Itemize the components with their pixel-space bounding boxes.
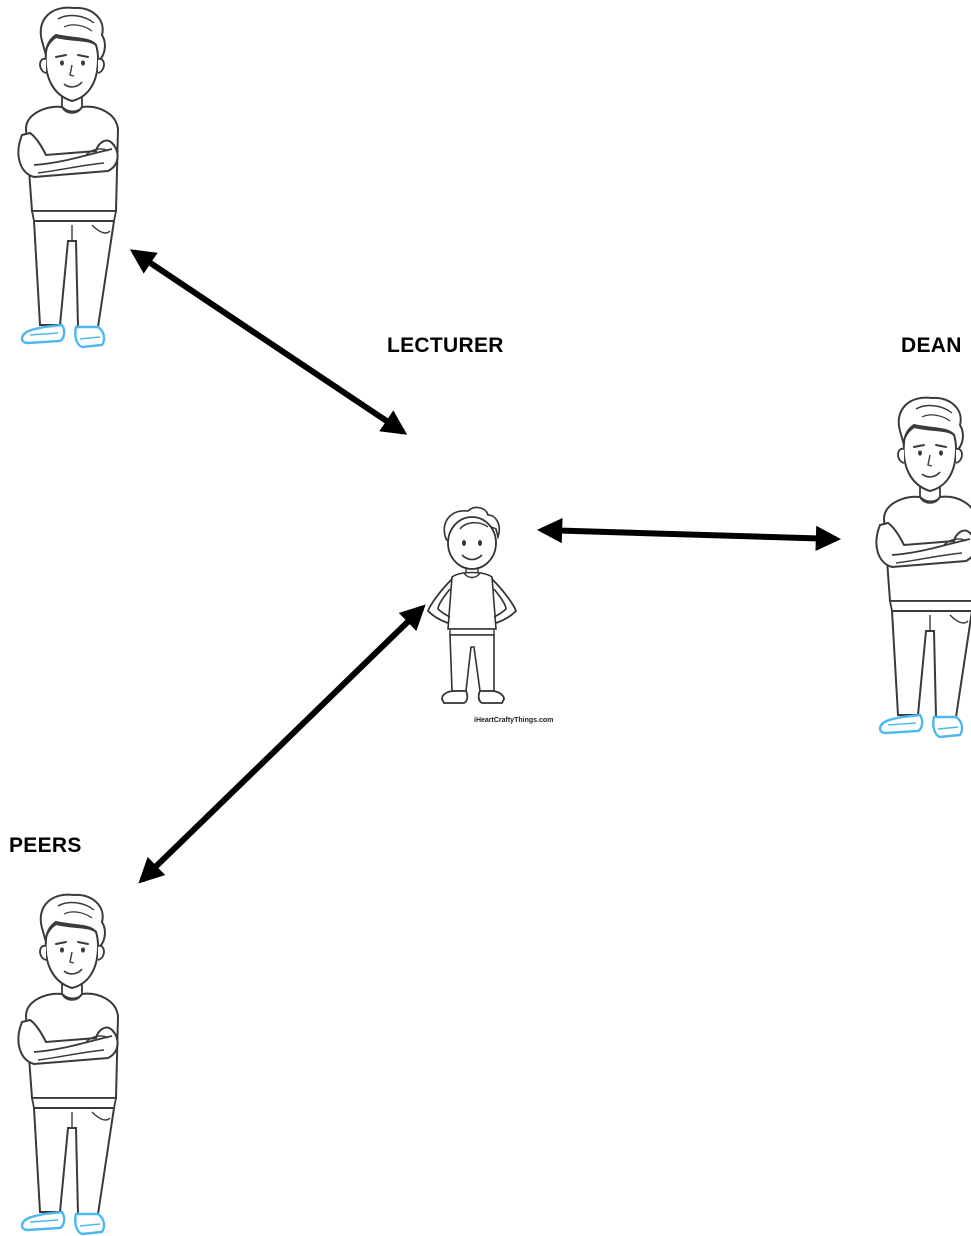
lecturer-figure <box>18 8 118 347</box>
student-figure <box>428 508 516 703</box>
peers-label: PEERS <box>9 834 82 858</box>
dean-figure <box>876 398 971 737</box>
arrow-student-lecturer <box>134 252 403 432</box>
watermark-text: iHeartCraftyThings.com <box>474 717 553 724</box>
arrow-student-dean <box>542 530 836 539</box>
arrow-student-peers <box>142 608 422 880</box>
dean-label: DEAN <box>901 334 962 358</box>
lecturer-label: LECTURER <box>387 334 504 358</box>
peers-figure <box>18 895 118 1234</box>
